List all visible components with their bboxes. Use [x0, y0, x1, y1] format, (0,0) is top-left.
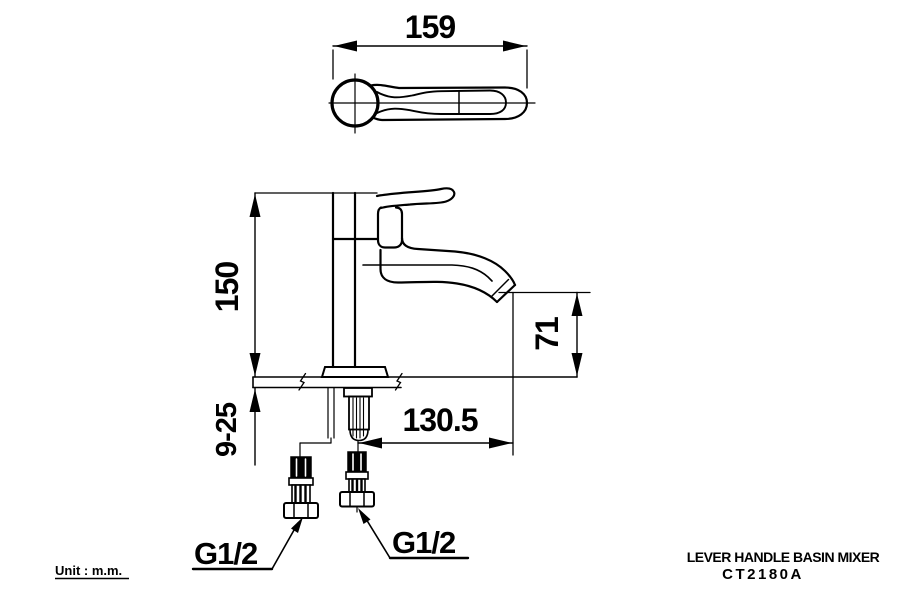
- inlet-right-label: G1/2: [392, 525, 455, 560]
- mounting-deck: [252, 372, 578, 391]
- front-view-faucet: [191, 187, 591, 571]
- unit-note: Unit : m.m.: [55, 563, 122, 578]
- arrowhead-left-icon: [359, 437, 382, 449]
- arrowhead-up-icon: [249, 194, 261, 217]
- inlet-left-leader: [191, 517, 303, 571]
- threaded-shank: [343, 387, 373, 453]
- dimension-spout-height-71: [498, 291, 591, 378]
- handle-boss-circle: [330, 78, 380, 128]
- dimension-spout-reach: [357, 291, 514, 456]
- arrowhead-down-icon: [249, 353, 261, 376]
- leader-arrowhead-icon: [358, 508, 371, 524]
- spout-aerator-line: [491, 278, 510, 297]
- arrowhead-right-icon: [503, 40, 526, 52]
- left-hose-nut: [283, 502, 319, 519]
- handle-outer-outline: [369, 83, 529, 122]
- spout-top-edge: [400, 236, 517, 287]
- dimension-width-159: [332, 40, 528, 89]
- dim-spout-reach-label: 130.5: [402, 402, 477, 438]
- footer-model-code: CT2180A: [722, 566, 804, 583]
- dimension-deck-thickness: [249, 387, 261, 466]
- break-mark-right-icon: [394, 372, 403, 391]
- leader-arrowhead-icon: [291, 517, 303, 533]
- spout-outlet-face: [495, 283, 517, 304]
- inlet-left-label: G1/2: [194, 536, 257, 571]
- arrowhead-down-icon: [571, 353, 583, 376]
- top-view-handle: [328, 40, 536, 134]
- sheet-annotations: Unit : m.m. LEVER HANDLE BASIN MIXER CT2…: [55, 549, 880, 583]
- arrowhead-up-icon: [571, 293, 583, 316]
- left-inlet-tube: [299, 387, 335, 458]
- right-hose-nut: [339, 491, 375, 508]
- lever-handle-profile: [375, 187, 456, 210]
- break-mark-left-icon: [298, 372, 307, 391]
- dim-spout-height-label: 71: [529, 317, 565, 351]
- dim-height-label: 150: [209, 262, 245, 313]
- dim-deck-thickness-label: 9-25: [211, 402, 243, 457]
- footer-product-title: LEVER HANDLE BASIN MIXER: [687, 549, 880, 565]
- dimension-height-150: [249, 192, 261, 378]
- inlet-right-leader: [358, 508, 470, 560]
- arrowhead-right-icon: [489, 437, 512, 449]
- spout-underside: [379, 248, 499, 304]
- base-flange: [320, 366, 390, 378]
- spout-middle-line: [362, 264, 493, 282]
- dimension-labels: 159 150 71 130.5 9-25 G1/2 G1/2: [194, 9, 565, 571]
- dim-width-label: 159: [405, 9, 456, 45]
- handle-neck-outline: [376, 206, 404, 249]
- left-supply-hose: [283, 456, 319, 519]
- handle-lever-outline: [376, 89, 507, 115]
- arrowhead-up-icon: [249, 389, 261, 412]
- right-supply-hose: [339, 451, 375, 513]
- arrowhead-left-icon: [334, 40, 357, 52]
